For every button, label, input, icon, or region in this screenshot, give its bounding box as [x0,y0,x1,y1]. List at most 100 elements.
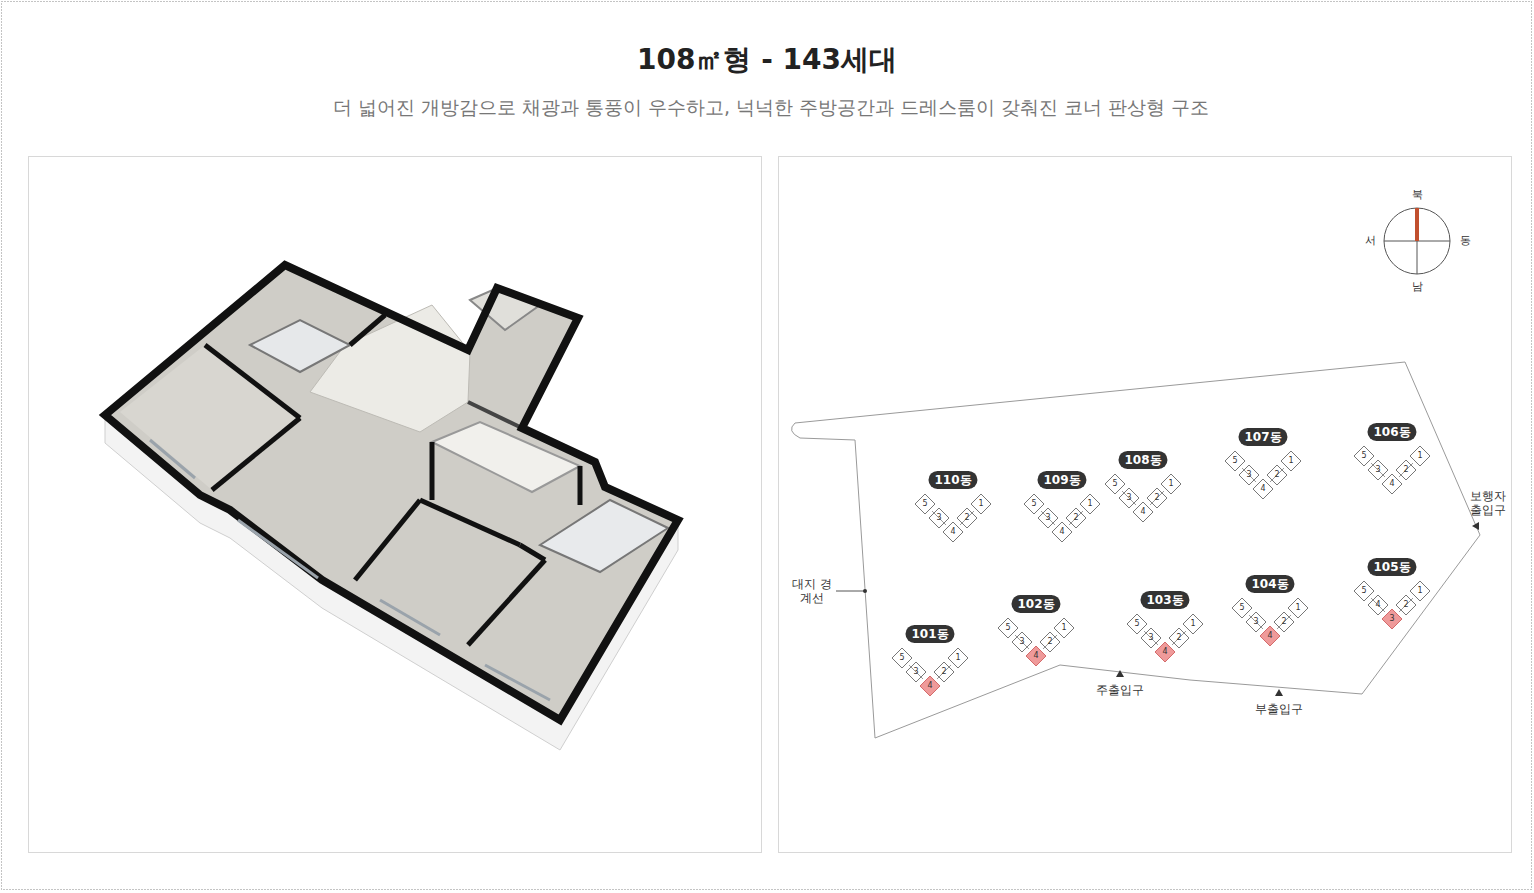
building-name: 110동 [934,473,971,487]
building-name: 108동 [1124,453,1161,467]
unit-number: 1 [1168,479,1173,489]
unit-number: 1 [1061,623,1066,633]
building-core [1371,598,1413,612]
interior-wall [520,545,545,560]
unit-number: 3 [913,667,918,677]
building-label: 101동 [905,625,954,643]
interior-wall [420,500,520,545]
interior-wall [205,345,300,418]
compass-label: 서 [1365,234,1376,247]
compass-label: 남 [1412,280,1423,293]
site-plan [791,208,1480,738]
boundary-label: 대지 경계선 [790,577,834,606]
interior-wall [468,402,522,428]
unit-number: 2 [1403,600,1408,610]
entrance-label: 부출입구 [1255,702,1303,716]
kitchen-block [310,305,470,432]
exterior-wall [105,265,678,720]
building-label: 102동 [1011,595,1060,613]
window [380,600,440,635]
unit-number: 2 [1176,633,1181,643]
building-label: 104동 [1245,575,1294,593]
unit-number: 5 [1031,499,1036,509]
unit-number: 4 [1140,507,1145,517]
building-name: 104동 [1251,577,1288,591]
compass-label: 동 [1460,234,1471,247]
site-boundary [791,362,1480,738]
unit-number: 2 [1073,513,1078,523]
entrance-label: 주출입구 [1096,683,1144,697]
entrance-marker [1116,670,1124,677]
bedroom-floor [120,345,300,490]
interior-wall [350,315,385,345]
interior-wall [430,442,435,500]
unit-number: 3 [1246,470,1251,480]
entrance-marker [1275,689,1283,696]
unit-number: 4 [1375,600,1380,610]
unit-number: 3 [1389,614,1394,624]
building-footprints [892,446,1430,696]
unit-number: 4 [1267,631,1272,641]
building-name: 103동 [1146,593,1183,607]
unit-number: 1 [1190,619,1195,629]
building-label: 110동 [928,471,977,489]
building-core [909,665,951,679]
building-name: 107동 [1244,430,1281,444]
siteplan-panel [779,157,1512,853]
leader-dot [863,589,867,593]
north-needle [1415,208,1419,241]
compass [1384,208,1450,274]
unit-number: 4 [950,527,955,537]
unit-number: 3 [1019,637,1024,647]
building-label: 103동 [1140,591,1189,609]
unit-number: 2 [1403,465,1408,475]
building-core [932,511,974,525]
unit-number: 1 [1295,603,1300,613]
unit-number: 2 [1154,493,1159,503]
building-core [1242,468,1284,482]
building-name: 101동 [911,627,948,641]
unit-number: 2 [1274,470,1279,480]
unit-number: 4 [1033,651,1038,661]
unit-number: 5 [1361,451,1366,461]
floorplan-panel [29,157,762,853]
building-name: 106동 [1373,425,1410,439]
unit-number: 5 [1112,479,1117,489]
building-core [1015,635,1057,649]
building-name: 102동 [1017,597,1054,611]
unit-number: 2 [964,513,969,523]
building-label: 109동 [1037,471,1086,489]
unit-number: 1 [1288,456,1293,466]
unit-number: 5 [922,499,927,509]
unit-number: 3 [1375,465,1380,475]
floor-surface [105,265,678,720]
unit-number: 1 [1087,499,1092,509]
unit-number: 2 [941,667,946,677]
building-label: 107동 [1238,428,1287,446]
building-name: 105동 [1373,560,1410,574]
window [485,665,550,700]
unit-number: 1 [955,653,960,663]
bathroom [250,320,350,372]
building-core [1144,631,1186,645]
unit-number: 5 [899,653,904,663]
leader-line [836,591,864,592]
unit-number: 1 [1417,451,1422,461]
unit-number: 4 [1059,527,1064,537]
entrance-marker [1472,522,1479,530]
compass-label: 북 [1412,188,1423,201]
interior-wall [212,418,300,490]
building-label: 108동 [1118,451,1167,469]
unit-number: 5 [1361,586,1366,596]
building-name: 109동 [1043,473,1080,487]
unit-number: 3 [936,513,941,523]
page-caption: 더 넓어진 개방감으로 채광과 통풍이 우수하고, 넉넉한 주방공간과 드레스룸… [333,96,1210,119]
building-core [1122,491,1164,505]
unit-number: 4 [927,681,932,691]
interior-wall [468,560,545,645]
building-label: 106동 [1367,423,1416,441]
building-core [1249,615,1291,629]
